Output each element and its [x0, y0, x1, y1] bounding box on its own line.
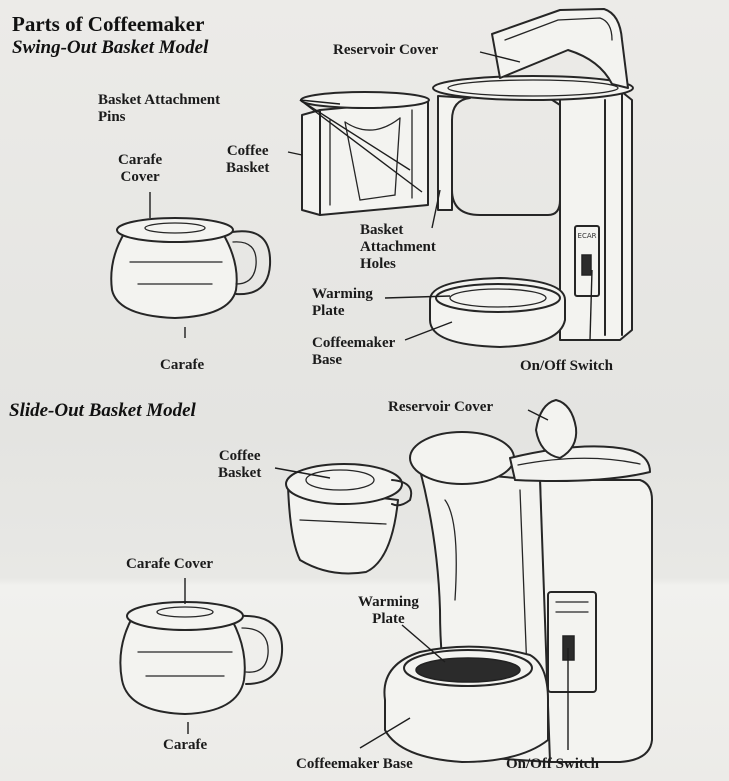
slide-label-carafe-cover: Carafe Cover: [126, 556, 213, 573]
slide-label-on-off-switch: On/Off Switch: [506, 756, 599, 773]
svg-text:ECAR: ECAR: [578, 232, 597, 240]
swing-label-coffeemaker-base: Coffeemaker Base: [312, 335, 395, 369]
page-title: Parts of Coffeemaker: [12, 12, 204, 37]
swing-label-reservoir-cover: Reservoir Cover: [333, 42, 438, 59]
slide-label-coffee-basket: Coffee Basket: [218, 448, 261, 482]
slide-label-carafe: Carafe: [163, 737, 207, 754]
slide-label-warming-plate: Warming Plate: [358, 594, 419, 628]
slide-coffee-basket: [286, 464, 411, 574]
swing-label-warming-plate: Warming Plate: [312, 286, 373, 320]
swing-label-carafe-cover: Carafe Cover: [118, 152, 162, 186]
swing-carafe: [111, 218, 270, 318]
swing-label-on-off-switch: On/Off Switch: [520, 358, 613, 375]
swing-coffeemaker-body: ECAR: [430, 9, 633, 347]
slide-label-reservoir-cover: Reservoir Cover: [388, 399, 493, 416]
swing-label-coffee-basket: Coffee Basket: [226, 143, 269, 177]
slide-label-coffeemaker-base: Coffeemaker Base: [296, 756, 413, 773]
swing-coffee-basket: [301, 92, 429, 215]
swing-label-basket-attachment-pins: Basket Attachment Pins: [98, 92, 220, 126]
swing-label-basket-attachment-holes: Basket Attachment Holes: [360, 222, 436, 273]
swing-label-carafe: Carafe: [160, 357, 204, 374]
slide-carafe: [120, 602, 282, 714]
swing-model-heading: Swing-Out Basket Model: [12, 37, 208, 59]
slide-coffeemaker-body: [384, 400, 652, 762]
slide-model-heading: Slide-Out Basket Model: [9, 400, 196, 422]
